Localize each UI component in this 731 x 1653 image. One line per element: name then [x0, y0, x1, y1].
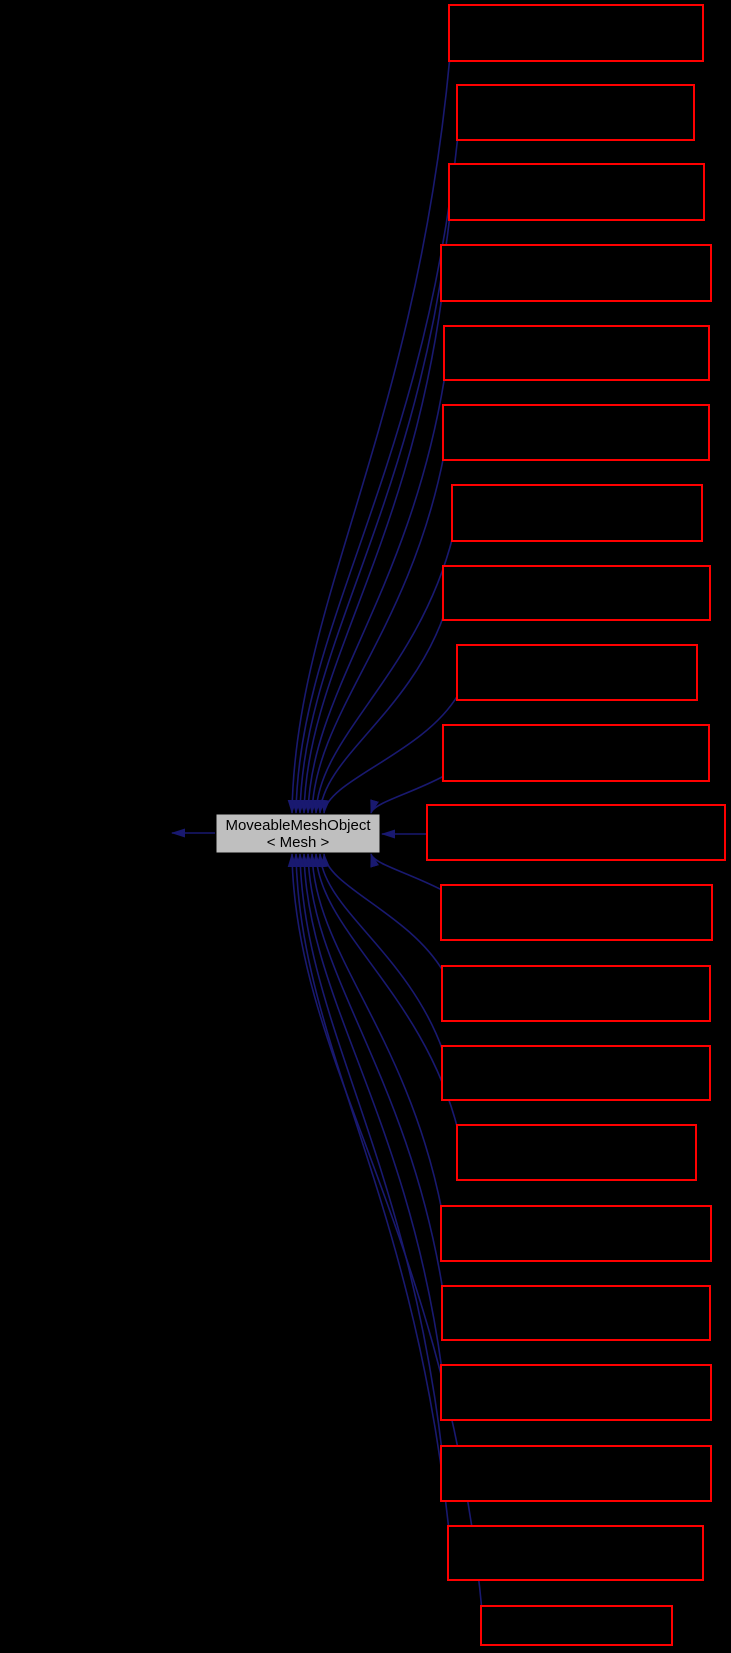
derived-class-node[interactable]: [447, 1525, 704, 1581]
derived-class-node[interactable]: [440, 1205, 712, 1262]
inheritance-arrow: [291, 134, 459, 814]
center-class-node: MoveableMeshObject < Mesh >: [215, 813, 381, 854]
derived-class-node[interactable]: [440, 244, 712, 302]
inheritance-arrow: [307, 853, 443, 1212]
inheritance-arrow: [316, 853, 444, 1052]
inheritance-arrow: [287, 55, 451, 814]
derived-class-node[interactable]: [448, 163, 705, 221]
inheritance-arrow: [316, 614, 445, 814]
derived-class-node[interactable]: [440, 884, 713, 941]
derived-class-node[interactable]: [442, 724, 710, 782]
derived-class-node[interactable]: [441, 1045, 711, 1101]
inheritance-arrow: [312, 853, 459, 1131]
inheritance-arrow: [303, 374, 446, 814]
derived-class-node[interactable]: [456, 1124, 697, 1181]
inheritance-arrow: [370, 853, 443, 891]
inheritance-arrow: [303, 853, 444, 1292]
inheritance-arrow: [307, 454, 445, 814]
inheritance-arrow: [295, 214, 451, 814]
derived-class-node[interactable]: [440, 1364, 712, 1421]
derived-class-node[interactable]: [441, 965, 711, 1022]
derived-class-node[interactable]: [441, 1285, 711, 1341]
derived-class-node[interactable]: [442, 404, 710, 461]
inheritance-arrow: [312, 535, 454, 814]
inheritance-arrow: [299, 295, 443, 814]
inheritance-arrow: [320, 694, 459, 814]
derived-class-node[interactable]: [442, 565, 711, 621]
derived-class-node[interactable]: [456, 644, 698, 701]
inheritance-arrow: [291, 853, 450, 1532]
derived-class-node[interactable]: [443, 325, 710, 381]
derived-class-node[interactable]: [426, 804, 726, 861]
inheritance-arrow: [320, 853, 444, 972]
derived-class-node[interactable]: [456, 84, 695, 141]
derived-nodes-layer: [426, 4, 726, 1646]
center-class-label-line2: < Mesh >: [267, 834, 330, 851]
derived-class-node[interactable]: [451, 484, 703, 542]
center-class-label-line1: MoveableMeshObject: [225, 817, 371, 834]
inheritance-arrow: [295, 853, 443, 1452]
derived-class-node[interactable]: [480, 1605, 673, 1646]
derived-class-node[interactable]: [440, 1445, 712, 1502]
center-class-box: [215, 813, 381, 854]
inheritance-arrow: [299, 853, 443, 1371]
inheritance-arrow: [370, 775, 445, 814]
derived-class-node[interactable]: [448, 4, 704, 62]
